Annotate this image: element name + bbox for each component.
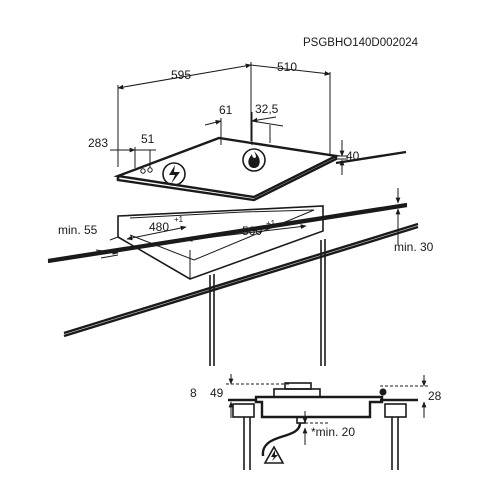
dim-side-offset: 283 xyxy=(88,136,108,150)
section-view: 8 49 28 *min. 20 xyxy=(190,374,442,470)
dim-section-right: 28 xyxy=(428,389,442,403)
dim-burner-depth: 32,5 xyxy=(255,102,279,116)
dim-section-left-total: 8 xyxy=(190,386,197,400)
hob-drawing xyxy=(113,136,340,202)
knob-icon xyxy=(140,168,146,174)
electric-bolt-icon xyxy=(162,162,186,186)
gas-flame-icon xyxy=(242,148,266,172)
dim-cutout-width-tolerance: +1 xyxy=(266,219,276,228)
dim-burner-offset: 61 xyxy=(219,103,233,117)
warning-triangle-icon xyxy=(263,445,285,464)
dim-depth: 510 xyxy=(277,60,297,74)
worktop-drawing: 480 +1 560 +1 min. 55 min. 30 xyxy=(47,188,434,366)
dim-min-below: min. 30 xyxy=(394,240,434,254)
dim-cutout-width: 560 xyxy=(242,224,262,238)
dim-section-left-height: 49 xyxy=(210,386,224,400)
dim-cutout-depth-tolerance: +1 xyxy=(174,215,184,224)
dim-section-min-below: *min. 20 xyxy=(311,425,355,439)
dim-cutout-depth: 480 xyxy=(149,220,169,234)
top-dimensions: 595 510 61 32,5 283 51 40 xyxy=(88,60,407,175)
knob-icon xyxy=(147,167,153,173)
product-code: PSGBHO140D002024 xyxy=(303,37,419,49)
dim-knob-offset: 51 xyxy=(141,132,155,146)
dim-min-edge: min. 55 xyxy=(58,223,98,237)
dim-width: 595 xyxy=(171,68,191,82)
